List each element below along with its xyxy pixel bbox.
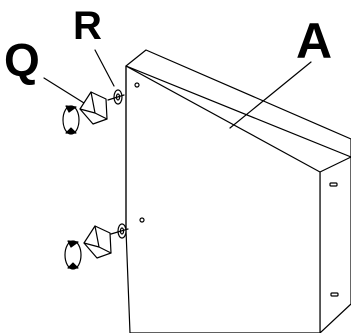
leader-line-r: [94, 49, 115, 87]
callout-label-q: Q: [4, 34, 40, 86]
panel-top-face: [125, 49, 351, 158]
upper-bracket: [79, 91, 108, 125]
lower-bracket: [83, 225, 112, 259]
panel-side-face: [319, 156, 351, 333]
side-slot-bottom: [330, 292, 339, 297]
callout-label-r: R: [73, 4, 102, 48]
upper-screw: [107, 94, 125, 101]
side-slot-top: [329, 182, 338, 187]
panel-a: [125, 49, 351, 333]
lower-rotate-icon: [64, 240, 82, 270]
panel-front-face: [125, 65, 321, 333]
lower-screw: [110, 228, 129, 235]
front-hole-bottom: [139, 217, 145, 223]
leader-line-q: [43, 77, 85, 104]
callout-label-a: A: [296, 13, 333, 69]
lower-foot-assembly: [64, 223, 129, 270]
upper-rotate-icon: [62, 105, 80, 135]
front-hole-top: [134, 82, 140, 88]
upper-foot-assembly: [62, 89, 125, 135]
leader-line-a: [229, 61, 312, 129]
